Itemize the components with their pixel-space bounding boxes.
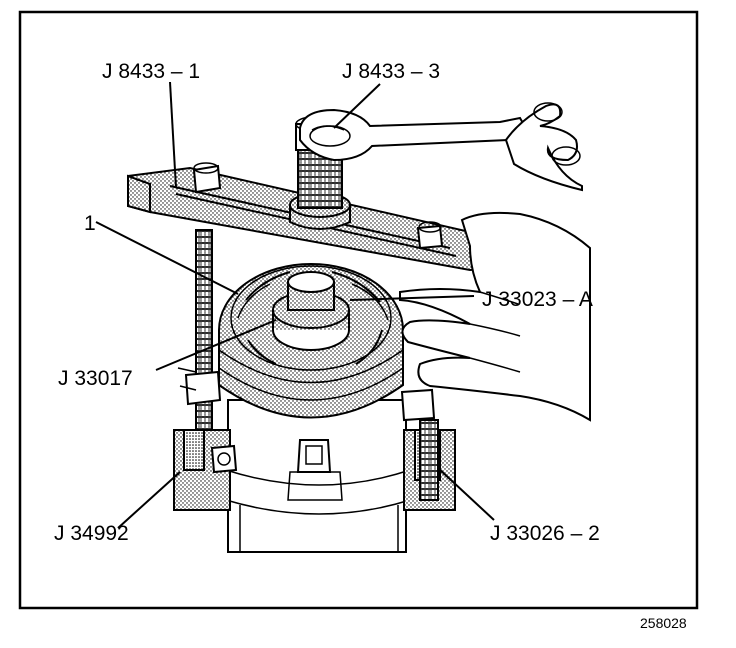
figure-number: 258028 bbox=[640, 615, 687, 631]
left-puller-rod bbox=[177, 229, 222, 431]
leader-lines bbox=[95, 81, 495, 529]
label-item-1: 1 bbox=[84, 212, 96, 235]
label-j33017: J 33017 bbox=[58, 367, 133, 390]
lower-hand bbox=[399, 211, 591, 422]
upper-hand bbox=[504, 102, 583, 192]
compressor-body bbox=[225, 399, 411, 553]
pilot bbox=[287, 271, 335, 311]
right-puller-rod bbox=[400, 388, 439, 501]
label-j33023-a: J 33023 – A bbox=[482, 288, 593, 311]
label-j34992: J 34992 bbox=[54, 522, 129, 545]
label-j8433-1: J 8433 – 1 bbox=[102, 60, 200, 83]
label-j33026-2: J 33026 – 2 bbox=[490, 522, 600, 545]
label-j8433-3: J 8433 – 3 bbox=[342, 60, 440, 83]
